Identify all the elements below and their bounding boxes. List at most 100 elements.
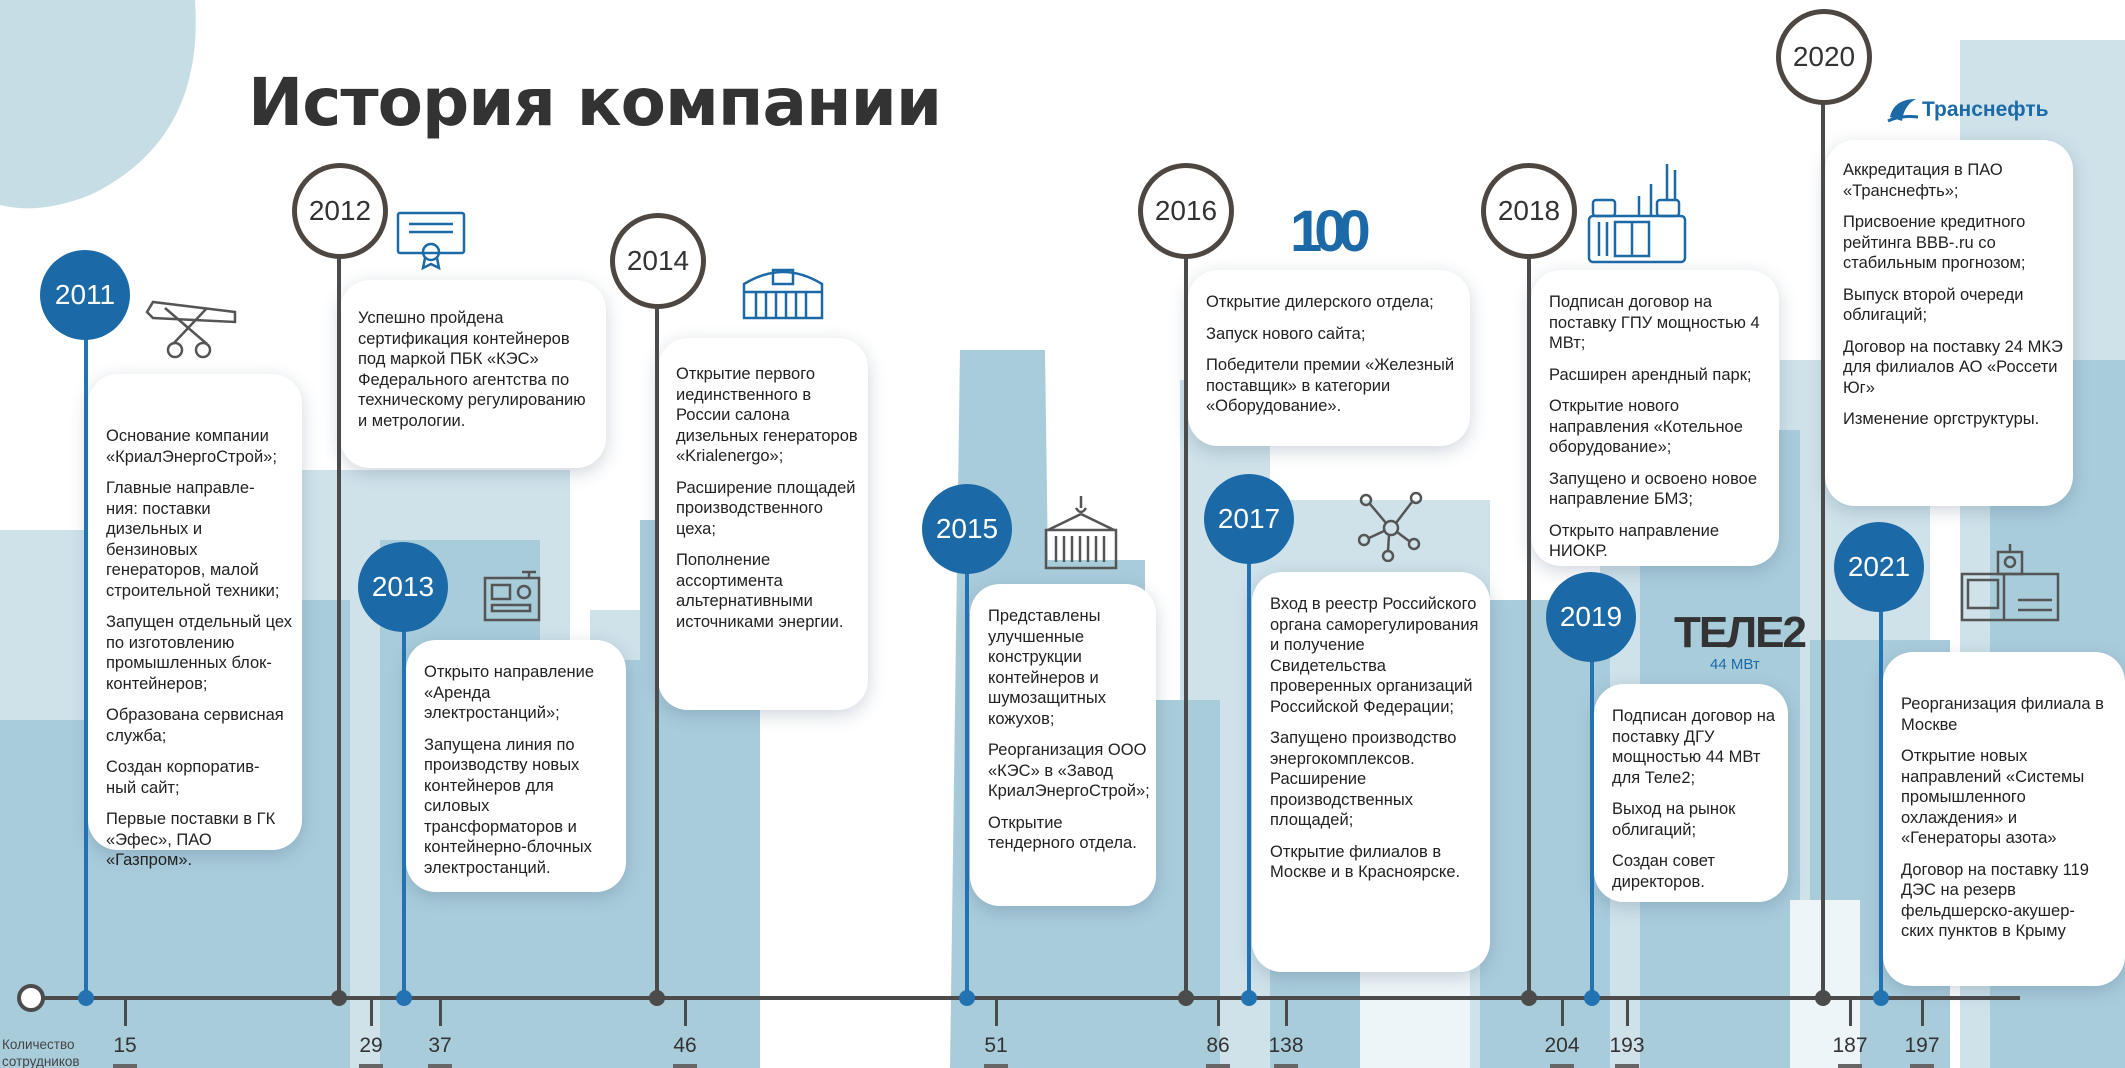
- employee-count-underline: [1206, 1064, 1230, 1068]
- certificate-icon: [396, 211, 466, 270]
- milestone-card-2016: Открытие дилерского отдела;Запуск нового…: [1188, 270, 1470, 446]
- milestone-item: Реорганизация ООО «КЭС» в «Завод КриалЭн…: [988, 741, 1150, 800]
- year-marker-2014: 2014: [610, 213, 706, 309]
- axis-dot-2013: [396, 990, 412, 1006]
- hammer-wrench-icon: [145, 300, 237, 359]
- timeline-connector-2015: [965, 529, 969, 998]
- milestone-item: Открыто направление «Аренда электростанц…: [424, 663, 595, 722]
- container-icon: [1044, 496, 1118, 570]
- milestone-item: Запуск нового сайта;: [1206, 324, 1366, 343]
- generator-icon: [483, 570, 541, 622]
- milestone-item: Запущена линия по производству новых кон…: [424, 735, 592, 877]
- year-marker-2016: 2016: [1138, 163, 1234, 259]
- timeline-start-marker: [17, 984, 45, 1012]
- industrial-plant-icon: [1587, 164, 1687, 264]
- employee-count-underline: [1910, 1064, 1934, 1068]
- year-marker-2019: 2019: [1546, 572, 1636, 662]
- employee-tick: [995, 1000, 998, 1026]
- timeline-connector-2019: [1590, 617, 1594, 998]
- employee-tick: [1285, 1000, 1288, 1026]
- milestone-item: Представлены улучшенные конструкции конт…: [988, 607, 1106, 728]
- employee-count: 193: [1609, 1034, 1645, 1057]
- milestone-item: Открытие филиалов в Москве и в Красноярс…: [1270, 842, 1461, 882]
- employee-tick: [1626, 1000, 1629, 1026]
- tele2-capacity: 44 МВт: [1710, 656, 1760, 673]
- building-icon: [742, 268, 824, 320]
- employee-count: 197: [1904, 1034, 1940, 1057]
- milestone-item: Расширение площадей производственного це…: [676, 478, 856, 538]
- employee-count: 86: [1206, 1034, 1230, 1057]
- timeline-connector-2016: [1184, 211, 1188, 998]
- milestone-card-2018: Подписан договор на поставку ГПУ мощност…: [1531, 270, 1779, 566]
- axis-dot-2017: [1241, 990, 1257, 1006]
- milestone-item: Создан корпоратив- ный сайт;: [106, 758, 260, 797]
- employee-count: 187: [1832, 1034, 1868, 1057]
- timeline-connector-2014: [655, 261, 659, 998]
- milestone-item: Запущено производство энергокомплексов. …: [1270, 729, 1457, 829]
- milestone-card-2015: Представлены улучшенные конструкции конт…: [970, 584, 1156, 906]
- employee-count-underline: [1838, 1064, 1862, 1068]
- axis-dot-2014: [649, 990, 665, 1006]
- milestone-card-2020: Аккредитация в ПАО «Транснефть»;Присвоен…: [1825, 140, 2073, 506]
- employee-count-underline: [428, 1064, 452, 1068]
- employee-tick: [439, 1000, 442, 1026]
- milestone-item: Запущено и освоено новое направление БМЗ…: [1549, 469, 1758, 509]
- milestone-card-2012: Успешно пройдена сертификация контейнеро…: [340, 280, 606, 468]
- milestone-item: Подписан договор на поставку ГПУ мощност…: [1549, 293, 1760, 352]
- axis-dot-2012: [331, 990, 347, 1006]
- milestone-item: Выход на рынок облигаций;: [1612, 800, 1736, 839]
- milestone-item: Выпуск второй очереди облигаций;: [1843, 285, 2024, 325]
- milestone-item: Договор на поставку 24 МКЭ для филиалов …: [1843, 337, 2063, 397]
- milestone-item: Расширен арендный парк;: [1549, 365, 1752, 384]
- employee-count: 204: [1544, 1034, 1580, 1057]
- employee-count: 138: [1268, 1034, 1304, 1057]
- timeline-connector-2012: [337, 211, 341, 998]
- transneft-icon: [1887, 99, 1919, 123]
- milestone-item: Успешно пройдена сертификация контейнеро…: [358, 309, 586, 430]
- year-marker-2017: 2017: [1204, 474, 1294, 564]
- milestone-item: Пополнение ассортимента альтернативными …: [676, 551, 844, 631]
- transneft-logo: Транснефть: [1886, 95, 2049, 125]
- milestone-item: Победители премии «Железный поставщик» в…: [1206, 356, 1455, 415]
- employee-tick: [124, 1000, 127, 1026]
- milestone-card-2019: Подписан договор на поставку ДГУ мощност…: [1594, 684, 1788, 902]
- employee-count: 29: [359, 1034, 383, 1057]
- employee-tick: [1217, 1000, 1220, 1026]
- year-marker-2021: 2021: [1834, 522, 1924, 612]
- milestone-item: Изменение оргструктуры.: [1843, 410, 2040, 428]
- axis-dot-2016: [1178, 990, 1194, 1006]
- milestone-item: Главные направле- ния: поставки дизельны…: [106, 479, 280, 600]
- network-icon: [1358, 491, 1423, 562]
- employee-count-label: Количество сотрудников: [2, 1037, 80, 1068]
- timeline-connector-2020: [1821, 57, 1825, 998]
- milestone-item: Открытие нового направления «Котельное о…: [1549, 397, 1743, 456]
- milestone-card-2011: Основание компании «КриалЭнергоСтрой»;Гл…: [88, 374, 302, 869]
- employee-count: 51: [984, 1034, 1008, 1057]
- compressor-icon: [1960, 544, 2060, 622]
- employee-tick: [1849, 1000, 1852, 1026]
- milestone-card-2013: Открыто направление «Аренда электростанц…: [406, 640, 626, 892]
- milestone-item: Создан совет директоров.: [1612, 852, 1715, 891]
- employee-count-underline: [673, 1064, 697, 1068]
- milestone-item: Договор на поставку 119 ДЭС на резерв фе…: [1901, 860, 2089, 941]
- employee-count-underline: [359, 1064, 383, 1068]
- employee-tick: [370, 1000, 373, 1026]
- year-marker-2013: 2013: [358, 542, 448, 632]
- milestone-item: Образована сервисная служба;: [106, 706, 284, 745]
- page-title: История компании: [248, 64, 942, 141]
- tele2-logo: ТЕЛЕ2: [1674, 608, 1807, 657]
- year-marker-2020: 2020: [1776, 9, 1872, 105]
- milestone-item: Открытие первого иединственного в России…: [676, 365, 858, 465]
- employee-tick: [1921, 1000, 1924, 1026]
- milestone-item: Первые поставки в ГК «Эфес», ПАО «Газпро…: [106, 810, 276, 869]
- employee-tick: [684, 1000, 687, 1026]
- employee-count-underline: [1615, 1064, 1639, 1068]
- milestone-item: Присвоение кредитного рейтинга BBB-.ru с…: [1843, 213, 2026, 272]
- year-marker-2011: 2011: [40, 250, 130, 340]
- employee-count-underline: [113, 1064, 137, 1068]
- axis-dot-2020: [1815, 990, 1831, 1006]
- timeline-connector-2021: [1879, 567, 1883, 998]
- employee-tick: [1561, 1000, 1564, 1026]
